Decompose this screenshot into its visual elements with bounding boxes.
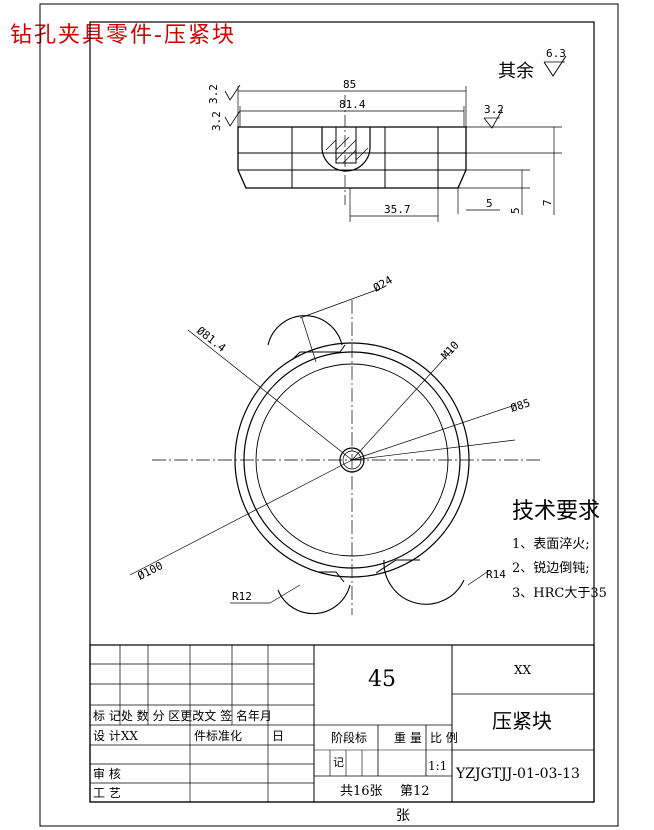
title-block [89,644,595,803]
svg-text:件标准化: 件标准化 [194,729,242,743]
svg-text:Ø85: Ø85 [509,396,532,415]
top-view-dimensions: Ø24 Ø81.4 M10 Ø85 Ø100 R12 R14 [135,273,531,603]
svg-text:M10: M10 [439,339,462,362]
svg-text:工 艺: 工 艺 [93,786,121,800]
svg-text:2、锐边倒钝;: 2、锐边倒钝; [512,561,590,576]
svg-text:R12: R12 [232,590,252,603]
svg-text:81.4: 81.4 [339,98,366,111]
svg-text:技术要求: 技术要求 [512,499,600,524]
surface-finish-other: 其余 6.3 [498,47,567,82]
svg-text:3.2: 3.2 [484,103,504,116]
svg-text:审 核: 审 核 [93,766,121,781]
svg-text:6.3: 6.3 [546,47,566,60]
outer-frame [39,3,619,827]
front-view [224,84,562,222]
part-name: 压紧块 [492,709,552,733]
svg-text:5: 5 [509,207,522,214]
svg-text:记: 记 [333,756,344,769]
svg-text:比 例: 比 例 [430,731,458,745]
svg-text:1:1: 1:1 [428,759,447,773]
material: 45 [368,667,396,692]
svg-text:1、表面淬火;: 1、表面淬火; [512,537,590,552]
top-view [129,287,540,615]
svg-text:85: 85 [343,78,356,91]
svg-text:日: 日 [272,729,284,743]
svg-text:第12: 第12 [400,784,430,799]
svg-text:3、HRC大于35: 3、HRC大于35 [512,586,607,601]
svg-text:张: 张 [396,808,410,824]
svg-text:其余: 其余 [498,61,534,82]
svg-text:7: 7 [541,199,554,206]
svg-text:共16张: 共16张 [340,784,383,799]
tech-requirements: 技术要求 1、表面淬火; 2、锐边倒钝; 3、HRC大于35 [512,499,607,601]
svg-text:标 记处 数 分 区更改文 签 名年月: 标 记处 数 分 区更改文 签 名年月 [93,708,272,723]
drawing-number: YZJGTJJ-01-03-13 [455,766,580,782]
svg-text:阶段标: 阶段标 [331,730,367,745]
svg-text:35.7: 35.7 [384,203,411,216]
svg-text:R14: R14 [486,568,506,581]
svg-text:Ø24: Ø24 [371,273,395,294]
svg-text:3.2: 3.2 [210,111,223,131]
svg-text:Ø100: Ø100 [135,559,165,583]
svg-text:5: 5 [486,197,493,210]
svg-text:3.2: 3.2 [207,84,220,104]
svg-text:重 量: 重 量 [394,731,422,745]
svg-text:Ø81.4: Ø81.4 [194,324,228,355]
title-block-text: 45 XX 压紧块 YZJGTJJ-01-03-13 标 记处 数 分 区更改文… [93,663,580,824]
svg-text:设 计XX: 设 计XX [93,729,138,743]
header-title: 钻孔夹具零件-压紧块 [10,23,236,48]
front-view-dimensions: 85 81.4 35.7 5 5 7 3.2 3.2 3.2 [207,78,554,216]
company: XX [514,663,532,677]
